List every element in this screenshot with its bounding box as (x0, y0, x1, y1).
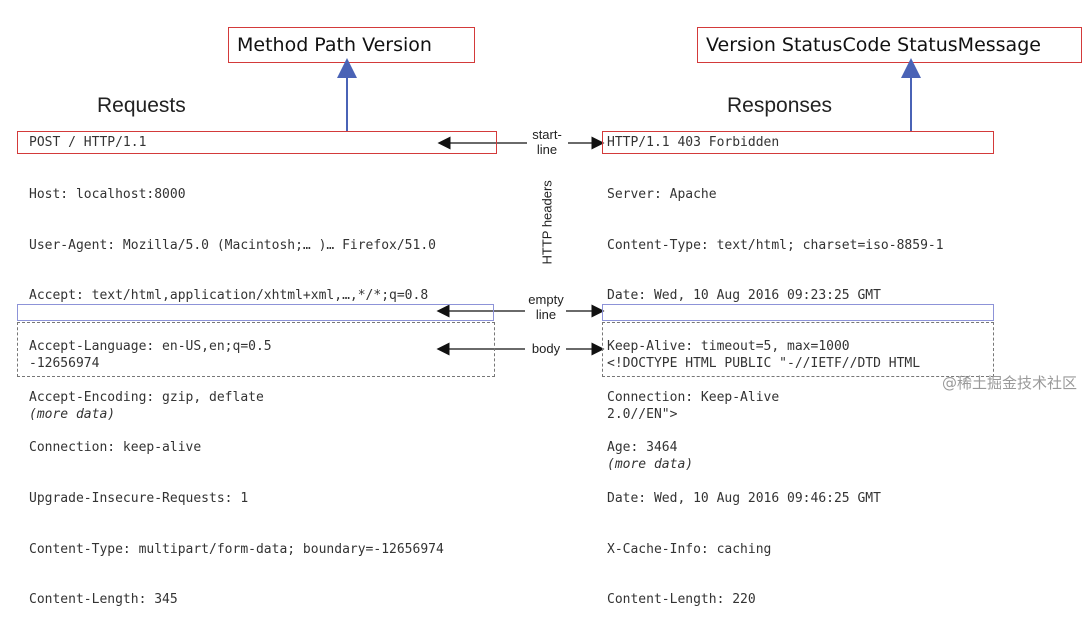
request-body-box (17, 322, 495, 377)
response-header-line: Server: Apache (607, 186, 717, 202)
request-header-line: Accept: text/html,application/xhtml+xml,… (29, 288, 429, 304)
request-start-line-box (17, 131, 497, 154)
start-line-label-line: line (536, 142, 558, 157)
request-header-line: Upgrade-Insecure-Requests: 1 (29, 491, 249, 507)
response-body: <!DOCTYPE HTML PUBLIC "-//IETF//DTD HTML… (607, 322, 920, 491)
response-start-line: HTTP/1.1 403 Forbidden (607, 135, 780, 150)
response-body-line: 2.0//EN"> (607, 406, 678, 422)
start-line-label-line: start- (532, 127, 562, 142)
response-empty-line-box (602, 304, 994, 321)
empty-line-label-line: line (535, 307, 557, 322)
request-header-line: Connection: keep-alive (29, 440, 202, 456)
request-start-line: POST / HTTP/1.1 (29, 135, 147, 150)
empty-line-label-line: empty (528, 292, 564, 307)
response-start-line-box (602, 131, 994, 154)
http-headers-label: HTTP headers (539, 180, 555, 265)
request-body: -12656974 (more data) (29, 322, 115, 440)
response-body-line: (more data) (607, 457, 694, 473)
request-header-line: Content-Length: 345 (29, 592, 178, 608)
requests-title: Requests (97, 94, 186, 117)
response-body-line: <!DOCTYPE HTML PUBLIC "-//IETF//DTD HTML (607, 355, 921, 371)
start-line-label: start- line (528, 127, 566, 157)
request-header-line: Host: localhost:8000 (29, 186, 186, 202)
response-header-line: Keep-Alive: timeout=5, max=1000 (607, 338, 850, 354)
request-header-line: Accept-Language: en-US,en;q=0.5 (29, 338, 272, 354)
request-body-line: -12656974 (29, 355, 100, 371)
response-header-line: Content-Type: text/html; charset=iso-885… (607, 237, 944, 253)
responses-title: Responses (727, 94, 833, 117)
site-watermark: @稀土掘金技术社区 (941, 374, 1077, 392)
response-start-line-summary: Version StatusCode StatusMessage (697, 27, 1082, 63)
response-header-line: X-Cache-Info: caching (607, 541, 772, 557)
request-start-line-summary: Method Path Version (228, 27, 475, 63)
request-body-line: (more data) (29, 406, 116, 422)
request-empty-line-box (17, 304, 494, 321)
response-header-line: Date: Wed, 10 Aug 2016 09:46:25 GMT (607, 491, 881, 507)
connector-arrows (337, 58, 921, 356)
request-header-line: Content-Type: multipart/form-data; bound… (29, 541, 444, 557)
response-body-box (602, 322, 994, 377)
request-header-line: User-Agent: Mozilla/5.0 (Macintosh;… )… … (29, 237, 436, 253)
empty-line-label: empty line (527, 292, 565, 322)
response-header-line: Date: Wed, 10 Aug 2016 09:23:25 GMT (607, 288, 881, 304)
response-header-line: Content-Length: 220 (607, 592, 756, 608)
body-label: body (531, 341, 561, 356)
